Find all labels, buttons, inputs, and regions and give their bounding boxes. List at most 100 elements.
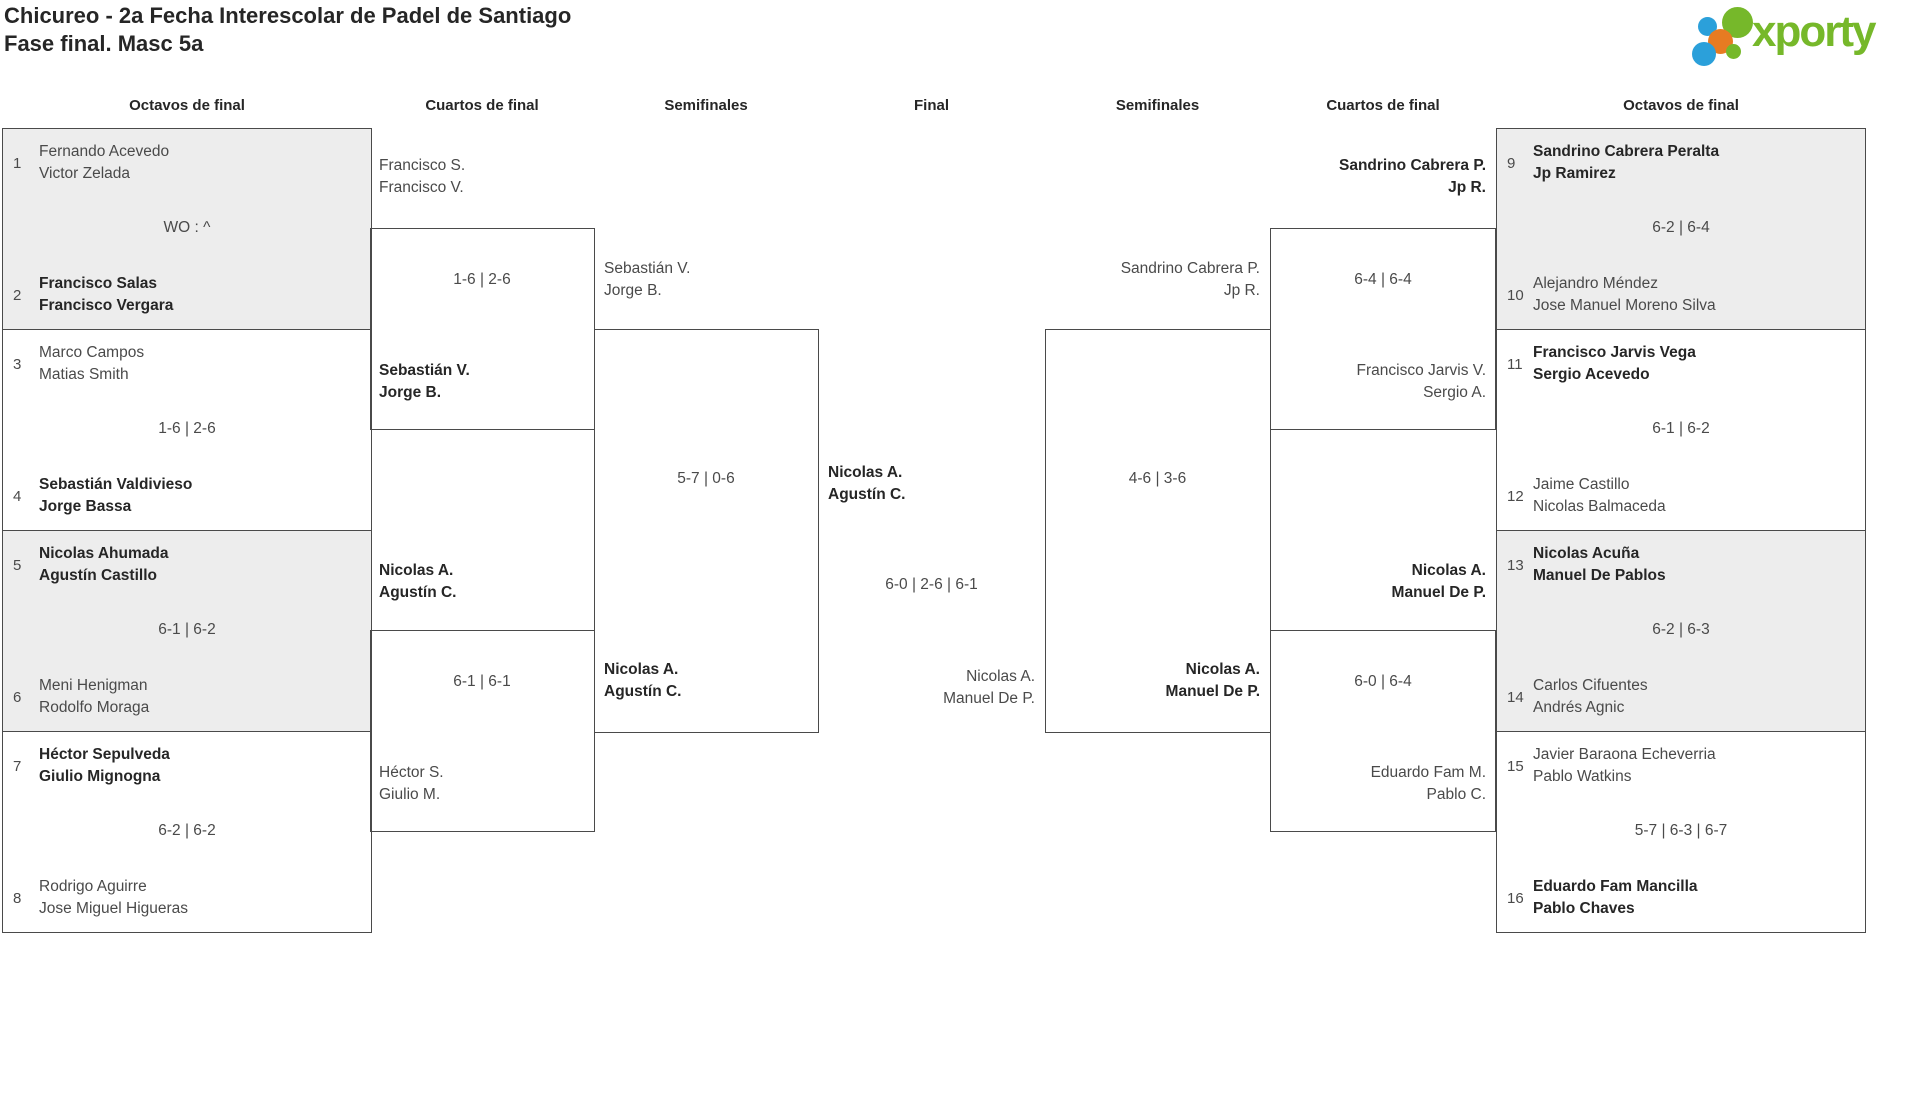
player-1: Nicolas A.	[966, 668, 1035, 685]
player-1: Alejandro Méndez	[1533, 275, 1658, 292]
team-row: 11 Francisco Jarvis Vega Sergio Acevedo	[1507, 342, 1857, 386]
player-1: Francisco S.	[379, 157, 466, 174]
player-2: Agustín C.	[379, 584, 457, 601]
match-score: 6-1 | 6-2	[1652, 420, 1710, 437]
player-1: Nicolas A.	[1411, 562, 1486, 579]
player-2: Agustín C.	[604, 683, 682, 700]
player-1: Sebastián V.	[379, 362, 470, 379]
sf-right-score: 4-6 | 3-6	[1128, 470, 1187, 487]
player-2: Giulio M.	[379, 786, 441, 803]
qf-left-1-team-top: Francisco S. Francisco V.	[379, 155, 465, 199]
player-2: Nicolas Balmaceda	[1533, 498, 1666, 515]
team-name: Carlos Cifuentes Andrés Agnic	[1533, 675, 1648, 719]
player-2: Jorge Bassa	[39, 498, 132, 515]
match-box-4: 7 Héctor Sepulveda Giulio Mignogna 6-2 |…	[2, 731, 372, 933]
player-2: Jorge B.	[379, 384, 442, 401]
qf-right-1-box	[1270, 228, 1496, 430]
match-box-2: 3 Marco Campos Matias Smith 1-6 | 2-6 4 …	[2, 329, 372, 531]
player-2: Rodolfo Moraga	[39, 699, 150, 716]
player-1: Sandrino Cabrera P.	[1338, 157, 1486, 174]
qf-left-1-team-bottom: Sebastián V. Jorge B.	[379, 360, 470, 404]
player-2: Andrés Agnic	[1533, 699, 1625, 716]
seed-number: 14	[1507, 688, 1524, 706]
player-1: Francisco Salas	[39, 275, 158, 292]
player-1: Jaime Castillo	[1533, 476, 1630, 493]
seed-number: 6	[13, 688, 22, 706]
player-1: Sandrino Cabrera P.	[1120, 260, 1260, 277]
qf-right-1-team-top: Sandrino Cabrera P. Jp R.	[1270, 155, 1486, 199]
player-2: Pablo Chaves	[1533, 900, 1635, 917]
logo-wordmark: xporty	[1752, 7, 1876, 56]
sf-left-score: 5-7 | 0-6	[677, 470, 735, 487]
seed-number: 3	[13, 355, 22, 373]
match-score: 6-2 | 6-4	[1652, 219, 1710, 236]
team-row: 2 Francisco Salas Francisco Vergara	[13, 273, 363, 317]
seed-number: 5	[13, 556, 22, 574]
seed-number: 12	[1507, 487, 1524, 505]
team-row: 1 Fernando Acevedo Victor Zelada	[13, 141, 363, 185]
team-row: 12 Jaime Castillo Nicolas Balmaceda	[1507, 474, 1857, 518]
player-1: Sebastián Valdivieso	[39, 476, 193, 493]
player-1: Nicolas A.	[604, 661, 679, 678]
player-2: Francisco Vergara	[39, 297, 174, 314]
player-2: Agustín C.	[828, 486, 906, 503]
team-name: Nicolas Acuña Manuel De Pablos	[1533, 543, 1666, 587]
match-score: WO : ^	[163, 219, 211, 236]
match-box-3: 5 Nicolas Ahumada Agustín Castillo 6-1 |…	[2, 530, 372, 732]
player-1: Javier Baraona Echeverria	[1533, 746, 1716, 763]
team-name: Rodrigo Aguirre Jose Miguel Higueras	[39, 876, 188, 920]
player-2: Jorge B.	[604, 282, 662, 299]
player-1: Francisco Jarvis Vega	[1533, 344, 1696, 361]
qf-right-2-score: 6-0 | 6-4	[1354, 673, 1412, 690]
round-header-final: Final	[913, 97, 949, 114]
team-row: 16 Eduardo Fam Mancilla Pablo Chaves	[1507, 876, 1857, 920]
player-2: Jp Ramirez	[1533, 165, 1616, 182]
team-name: Alejandro Méndez Jose Manuel Moreno Silv…	[1533, 273, 1716, 317]
player-2: Manuel De P.	[1391, 584, 1486, 601]
player-2: Jose Miguel Higueras	[39, 900, 189, 917]
player-1: Héctor S.	[379, 764, 444, 781]
player-1: Sebastián V.	[604, 260, 691, 277]
team-name: Francisco Jarvis Vega Sergio Acevedo	[1533, 342, 1696, 386]
player-1: Héctor Sepulveda	[39, 746, 170, 763]
final-team-right: Nicolas A. Manuel De P.	[818, 666, 1035, 710]
player-2: Victor Zelada	[39, 165, 131, 182]
match-box-5: 9 Sandrino Cabrera Peralta Jp Ramirez 6-…	[1496, 128, 1866, 330]
team-row: 5 Nicolas Ahumada Agustín Castillo	[13, 543, 363, 587]
team-name: Marco Campos Matias Smith	[39, 342, 144, 386]
sf-right-team-top: Sandrino Cabrera P. Jp R.	[1046, 258, 1260, 302]
page-title: Chicureo - 2a Fecha Interescolar de Pade…	[4, 3, 572, 28]
team-name: Eduardo Fam Mancilla Pablo Chaves	[1533, 876, 1698, 920]
sf-right-box	[1045, 329, 1271, 733]
seed-number: 16	[1507, 889, 1524, 907]
qf-right-2-box	[1270, 630, 1496, 832]
team-row: 8 Rodrigo Aguirre Jose Miguel Higueras	[13, 876, 363, 920]
player-1: Nicolas A.	[1185, 661, 1260, 678]
player-1: Meni Henigman	[39, 677, 148, 694]
qf-left-2-score: 6-1 | 6-1	[453, 673, 511, 690]
player-2: Jose Manuel Moreno Silva	[1533, 297, 1716, 314]
round-header-semis-right: Semifinales	[1115, 97, 1200, 114]
round-header-semis-left: Semifinales	[664, 97, 748, 114]
seed-number: 15	[1507, 757, 1524, 775]
match-score: 6-2 | 6-3	[1652, 621, 1710, 638]
seed-number: 2	[13, 286, 22, 304]
player-2: Manuel De P.	[1165, 683, 1260, 700]
team-name: Jaime Castillo Nicolas Balmaceda	[1533, 474, 1666, 518]
seed-number: 8	[13, 889, 22, 907]
team-row: 14 Carlos Cifuentes Andrés Agnic	[1507, 675, 1857, 719]
player-1: Carlos Cifuentes	[1533, 677, 1648, 694]
match-box-8: 15 Javier Baraona Echeverria Pablo Watki…	[1496, 731, 1866, 933]
team-row: 13 Nicolas Acuña Manuel De Pablos	[1507, 543, 1857, 587]
team-row: 4 Sebastián Valdivieso Jorge Bassa	[13, 474, 363, 518]
player-2: Manuel De P.	[943, 690, 1035, 707]
page-title-block: Chicureo - 2a Fecha Interescolar de Pade…	[4, 2, 571, 58]
qf-left-1-score: 1-6 | 2-6	[453, 271, 511, 288]
match-box-1: 1 Fernando Acevedo Victor Zelada WO : ^ …	[2, 128, 372, 330]
seed-number: 13	[1507, 556, 1524, 574]
seed-number: 11	[1507, 355, 1523, 373]
seed-number: 4	[13, 487, 22, 505]
match-score: 1-6 | 2-6	[158, 420, 216, 437]
seed-number: 7	[13, 757, 22, 775]
player-2: Sergio Acevedo	[1533, 366, 1650, 383]
